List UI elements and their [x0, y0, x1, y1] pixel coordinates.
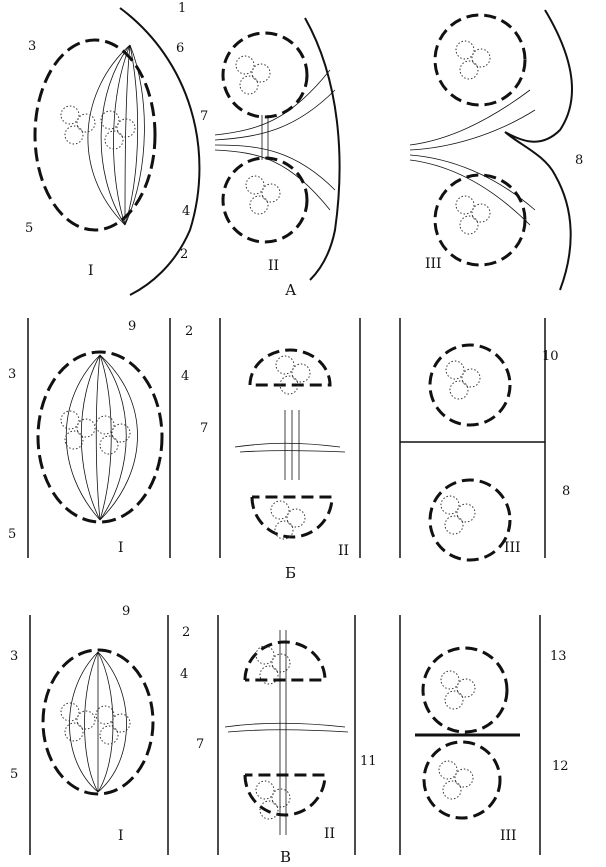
nuclear-envelope-c1: [41, 648, 155, 796]
stage-a-3: III: [425, 256, 442, 272]
section-letter-b: Б: [285, 564, 296, 582]
daughter-nucleus-a2-bottom: [221, 156, 309, 244]
labels-b: 9 2 3 4 5 7 10 8 I II III Б: [8, 319, 570, 582]
daughter-nucleus-a2-top: [221, 31, 309, 119]
section-c: 9 2 3 4 5 7 11 12 13 I II III В: [10, 604, 569, 866]
cell-wall-a: [119, 7, 201, 296]
label-c-7: 7: [196, 737, 204, 752]
label-b-8: 8: [562, 484, 570, 499]
label-b-2: 2: [185, 324, 193, 339]
label-a-7: 7: [200, 109, 208, 124]
label-a-2: 2: [180, 247, 188, 262]
stage-c-1: I: [118, 828, 124, 844]
phragmoplast-a3: [409, 89, 536, 226]
daughter-nucleus-c2-bottom: [243, 773, 327, 817]
daughter-nucleus-c3-bottom: [422, 740, 502, 820]
section-letter-c: В: [280, 848, 291, 866]
spindle-c1: [69, 651, 127, 793]
stage-b-3: III: [504, 540, 521, 556]
daughter-nucleus-a3-top: [433, 13, 527, 107]
daughter-nucleus-b3-top: [428, 343, 512, 427]
label-c-13: 13: [550, 649, 567, 664]
stage-b-1: I: [118, 540, 124, 556]
stage-c-3: III: [500, 828, 517, 844]
label-c-9: 9: [122, 604, 130, 619]
labels-a: 1 2 3 4 5 6 7 8 I II III А: [25, 1, 583, 299]
section-a: 1 2 3 4 5 6 7 8 I II III А: [25, 1, 583, 299]
cell-wall-a2: [304, 17, 341, 281]
label-a-8: 8: [575, 153, 583, 168]
label-c-5: 5: [10, 767, 18, 782]
nuclear-envelope-b1: [36, 350, 164, 524]
label-c-11: 11: [360, 754, 377, 769]
label-b-7: 7: [200, 421, 208, 436]
labels-c: 9 2 3 4 5 7 11 12 13 I II III В: [10, 604, 569, 866]
cell-wall-a3: [504, 9, 573, 291]
label-a-1: 1: [178, 1, 186, 16]
daughter-nucleus-b2-top: [248, 348, 332, 387]
spindle-b1: [66, 354, 138, 521]
nuclear-envelope-a1: [33, 38, 157, 232]
stage-b-2: II: [338, 543, 349, 559]
phragmoplast-b2: [234, 410, 346, 480]
spindle-a1: [87, 44, 145, 226]
phragmoplast-a2: [214, 69, 336, 211]
label-a-6: 6: [176, 41, 184, 56]
daughter-nucleus-c3-top: [421, 646, 509, 734]
label-a-5: 5: [25, 221, 33, 236]
label-b-5: 5: [8, 527, 16, 542]
label-b-9: 9: [128, 319, 136, 334]
section-b: 9 2 3 4 5 7 10 8 I II III Б: [8, 318, 570, 582]
stage-c-2: II: [324, 826, 335, 842]
label-c-2: 2: [182, 625, 190, 640]
stage-a-2: II: [268, 258, 279, 274]
daughter-nucleus-c2-top: [243, 640, 327, 682]
phragmoplast-c2: [224, 630, 349, 835]
label-a-3: 3: [28, 39, 36, 54]
label-b-4: 4: [181, 369, 189, 384]
label-b-10: 10: [542, 349, 559, 364]
stage-a-1: I: [88, 263, 94, 279]
daughter-nucleus-b3-bottom: [428, 478, 512, 562]
daughter-nucleus-a3-bottom: [433, 173, 527, 267]
section-letter-a: А: [285, 281, 297, 299]
label-a-4: 4: [182, 204, 190, 219]
label-c-4: 4: [180, 667, 188, 682]
daughter-nucleus-b2-bottom: [250, 495, 334, 539]
label-c-3: 3: [10, 649, 18, 664]
label-b-3: 3: [8, 367, 16, 382]
label-c-12: 12: [552, 759, 569, 774]
